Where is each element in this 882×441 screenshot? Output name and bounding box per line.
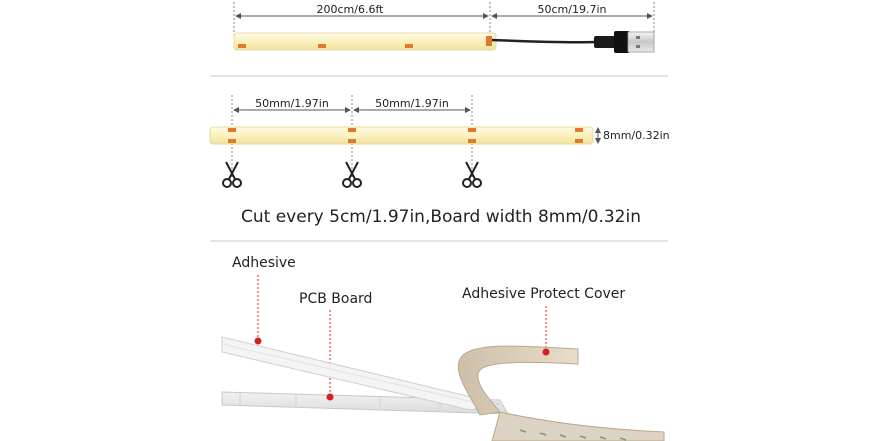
copper-pad: [405, 44, 413, 48]
copper-pad: [575, 139, 583, 143]
cable-length-label: 50cm/19.7in: [538, 3, 607, 16]
protect-cover-label: Adhesive Protect Cover: [462, 286, 625, 302]
copper-pad: [348, 139, 356, 143]
copper-pad: [575, 128, 583, 132]
segment-label-2: 50mm/1.97in: [375, 97, 449, 110]
protect-cover-tail: [491, 411, 665, 441]
segment-label-1: 50mm/1.97in: [255, 97, 329, 110]
board-width-label: 8mm/0.32in: [603, 129, 670, 142]
strip-length-label: 200cm/6.6ft: [317, 3, 385, 16]
usb-plug-icon: [594, 31, 655, 53]
cover-marker: [542, 348, 550, 356]
protect-cover: [457, 345, 579, 416]
copper-pad: [238, 44, 246, 48]
pcb-board-label: PCB Board: [299, 291, 372, 307]
copper-pad: [318, 44, 326, 48]
led-strip-closeup: [209, 126, 594, 145]
adhesive-marker: [254, 337, 262, 345]
led-strip: [233, 32, 497, 51]
section-full-length: 200cm/6.6ft 50cm/19.7in: [233, 2, 655, 53]
copper-pad: [348, 128, 356, 132]
section-cut-points: 50mm/1.97in 50mm/1.97in 8mm/0.32in: [209, 95, 670, 227]
adhesive-label: Adhesive: [232, 255, 296, 271]
copper-pad: [228, 139, 236, 143]
copper-pad: [228, 128, 236, 132]
cut-caption: Cut every 5cm/1.97in,Board width 8mm/0.3…: [241, 207, 641, 227]
copper-pad: [468, 139, 476, 143]
usb-cable: [491, 38, 597, 44]
solder-joint: [486, 36, 492, 46]
copper-pad: [468, 128, 476, 132]
section-layers: Adhesive PCB Board Adhesive Protect Cove…: [221, 255, 665, 441]
scissors-icon: [222, 161, 242, 188]
scissors-icon: [342, 161, 362, 188]
scissors-icon: [462, 161, 482, 188]
pcb-marker: [326, 393, 334, 401]
